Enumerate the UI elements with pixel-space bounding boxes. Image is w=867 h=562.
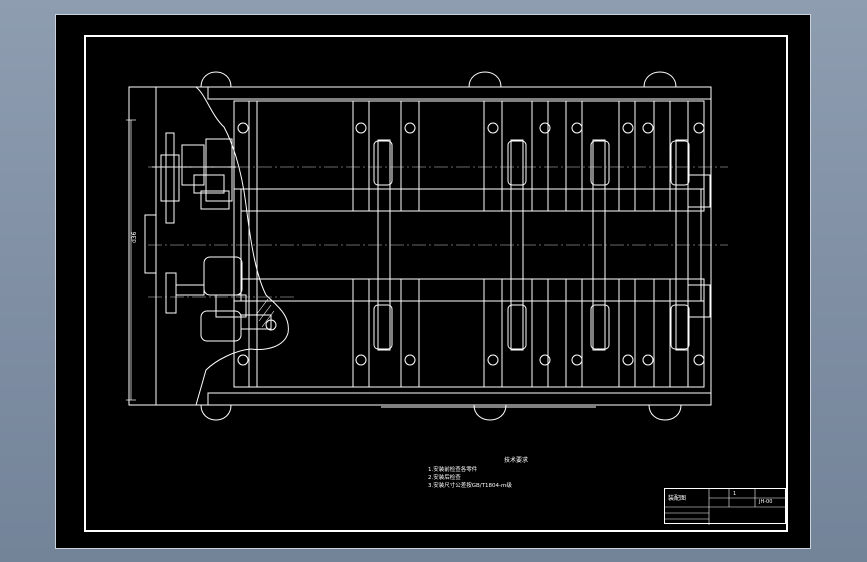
drawing-scale: 1 xyxy=(733,491,737,497)
note-line: 1.安装前检查各零件 xyxy=(428,467,478,473)
drawing-code: JH-00 xyxy=(759,499,773,505)
bearing xyxy=(590,304,610,350)
lifting-lug xyxy=(200,404,232,421)
note-line: 2.安装后检查 xyxy=(428,475,461,481)
assembly-drawing: d36 xyxy=(84,35,788,532)
lower-gear-set xyxy=(165,256,277,342)
bearing xyxy=(670,140,690,186)
notes-title: 技术要求 xyxy=(503,457,528,464)
lifting-lug xyxy=(200,71,232,88)
gearbox-casing xyxy=(155,86,289,406)
upper-beam xyxy=(233,100,705,190)
lifting-lug xyxy=(643,71,677,88)
technical-notes: 技术要求 1.安装前检查各零件 2.安装后检查 3.安装尺寸公差按GB/T180… xyxy=(428,457,598,490)
bearing xyxy=(590,140,610,186)
cad-drawing-canvas[interactable]: d36 技术要求 1.安装前检查各零件 2.安装后检查 3.安装尺寸公差按GB/… xyxy=(55,14,811,549)
dimension-text: d36 xyxy=(131,231,138,243)
bearing xyxy=(507,304,527,350)
lifting-lug xyxy=(468,71,502,88)
title-block-grid xyxy=(665,489,787,525)
lifting-lug xyxy=(473,404,507,421)
upper-gear-set xyxy=(152,132,236,224)
hatch-section xyxy=(255,298,275,328)
outer-frame xyxy=(84,35,788,532)
lifting-lug xyxy=(648,404,682,421)
bearing xyxy=(373,304,393,350)
bearing xyxy=(373,140,393,186)
bearing xyxy=(670,304,690,350)
lower-beam xyxy=(233,300,705,388)
bearing xyxy=(507,140,527,186)
note-line: 3.安装尺寸公差按GB/T1804-m级 xyxy=(428,483,512,489)
drawing-name: 装配图 xyxy=(668,495,687,502)
title-block: 装配图 1 JH-00 xyxy=(664,488,787,525)
